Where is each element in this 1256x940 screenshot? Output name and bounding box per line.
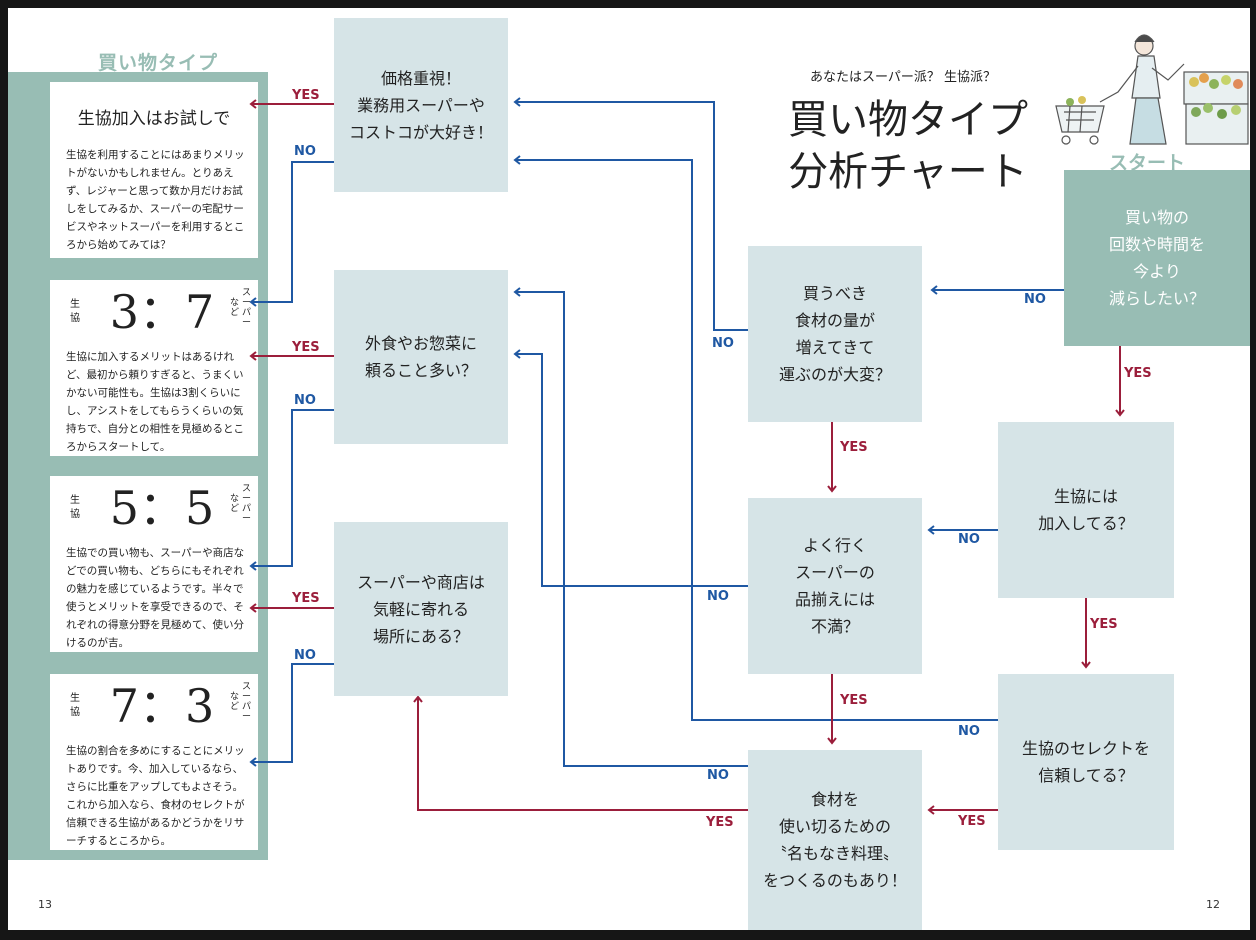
- label-no-gaishoku: NO: [294, 393, 316, 408]
- label-yes-shinazoroe: YES: [840, 693, 868, 708]
- label-yes-kakaku: YES: [292, 88, 320, 103]
- label-no-start: NO: [1024, 292, 1046, 307]
- ratio-left-label: 生協: [70, 299, 80, 324]
- card-body: 生協に加入するメリットはあるけれど、最初から頼りすぎると、うまくいかない可能性も…: [66, 351, 244, 453]
- label-no-kanyu: NO: [958, 532, 980, 547]
- question-text: 買うべき 食材の量が 増えてきて 運ぶのが大変？: [778, 284, 891, 384]
- card-title: 生協加入はお試しで: [77, 109, 231, 129]
- label-yes-super: YES: [292, 591, 320, 606]
- label-yes-start: YES: [1124, 366, 1152, 381]
- result-card-5-5: 生協 5：5 スーパー など 生協での買い物も、スーパーや商店などでの買い物も、…: [50, 476, 258, 652]
- ratio-left-label: 生協: [70, 495, 80, 520]
- page-number-left: 13: [38, 898, 52, 911]
- result-card-3-7: 生協 3：7 スーパー など 生協に加入するメリットはあるけれど、最初から頼りす…: [50, 280, 258, 456]
- question-text: 価格重視！ 業務用スーパーや コストコが大好き！: [348, 68, 493, 142]
- card-body: 生協を利用することにはあまりメリットがないかもしれません。とりあえず、レジャーと…: [66, 149, 245, 251]
- result-card-otameshi: 生協加入はお試しで 生協を利用することにはあまりメリットがないかもしれません。と…: [50, 82, 258, 258]
- arrow-kakaku-no: [249, 161, 334, 307]
- label-yes-gaishoku: YES: [292, 340, 320, 355]
- flow-arrows: [249, 97, 1125, 815]
- label-no-super: NO: [294, 648, 316, 663]
- ratio-right-label: スーパー など: [230, 682, 252, 722]
- ratio-right-label: スーパー など: [230, 484, 252, 524]
- label-no-shokuzai: NO: [707, 768, 729, 783]
- question-shinazoroe: よく行く スーパーの 品揃えには 不満？: [748, 498, 922, 674]
- arrow-super-no: [249, 663, 334, 767]
- result-card-7-3: 生協 7：3 スーパー など 生協の割合を多めにすることにメリットありです。今、…: [50, 674, 258, 850]
- label-no-kakaku: NO: [294, 144, 316, 159]
- magazine-spread: 買い物タイプ 生協加入はお試しで 生協を利用することにはあまりメリットがないかも…: [8, 8, 1250, 930]
- question-super: スーパーや商店は 気軽に寄れる 場所にある？: [334, 522, 508, 696]
- arrow-gaishoku-no: [249, 409, 334, 571]
- arrow-select-no: [513, 155, 998, 721]
- label-yes-shokuzai: YES: [706, 815, 734, 830]
- question-text: 生協のセレクトを 信頼してる？: [1021, 739, 1150, 785]
- label-yes-select: YES: [958, 814, 986, 829]
- question-text: スーパーや商店は 気軽に寄れる 場所にある？: [357, 572, 485, 646]
- question-shokuzai: 食材を 使い切るための 〝名もなき料理〟 をつくるのもあり！: [748, 750, 922, 930]
- page-title: 買い物タイプ 分析チャート: [788, 94, 1028, 198]
- ratio-value: 3：7: [109, 285, 215, 339]
- question-text: 外食やお惣菜に 頼ること多い？: [364, 334, 477, 380]
- ratio-value: 7：3: [109, 679, 215, 733]
- question-kakaku: 価格重視！ 業務用スーパーや コストコが大好き！: [334, 18, 508, 192]
- label-yes-kanyu: YES: [1090, 617, 1118, 632]
- card-body: 生協での買い物も、スーパーや商店などでの買い物も、どちらにもそれぞれの魅力を感じ…: [66, 547, 245, 649]
- page-number-right: 12: [1206, 898, 1220, 911]
- card-body: 生協の割合を多めにすることにメリットありです。今、加入しているなら、さらに比重を…: [66, 745, 245, 847]
- question-gaishoku: 外食やお惣菜に 頼ること多い？: [334, 270, 508, 444]
- question-text: 生協には 加入してる？: [1038, 487, 1134, 533]
- result-panel-title: 買い物タイプ: [97, 52, 218, 74]
- arrow-shokuzai-no: [513, 287, 748, 767]
- start-label: スタート: [1108, 152, 1185, 174]
- arrow-shinazoroe-no: [513, 349, 748, 587]
- question-text: 買い物の 回数や時間を 今より 減らしたい？: [1108, 208, 1205, 308]
- ratio-right-label: スーパー など: [230, 288, 252, 328]
- label-no-shinazoroe: NO: [707, 589, 729, 604]
- ratio-left-label: 生協: [70, 693, 80, 718]
- question-text: 食材を 使い切るための 〝名もなき料理〟 をつくるのもあり！: [763, 790, 907, 890]
- label-no-ryou: NO: [712, 336, 734, 351]
- header-subtitle: あなたはスーパー派？ 生協派？: [809, 70, 996, 85]
- question-select: 生協のセレクトを 信頼してる？: [998, 674, 1174, 850]
- arrow-shokuzai-yes: [413, 695, 748, 811]
- question-kanyu: 生協には 加入してる？: [998, 422, 1174, 598]
- question-ryou: 買うべき 食材の量が 増えてきて 運ぶのが大変？: [748, 246, 922, 422]
- title-line-2: 分析チャート: [788, 149, 1028, 195]
- ratio-value: 5：5: [109, 481, 215, 535]
- question-start: 買い物の 回数や時間を 今より 減らしたい？: [1064, 170, 1250, 346]
- arrow-ryou-no: [513, 97, 748, 331]
- label-no-select: NO: [958, 724, 980, 739]
- question-text: よく行く スーパーの 品揃えには 不満？: [794, 536, 875, 636]
- title-line-1: 買い物タイプ: [788, 97, 1028, 143]
- label-yes-ryou: YES: [840, 440, 868, 455]
